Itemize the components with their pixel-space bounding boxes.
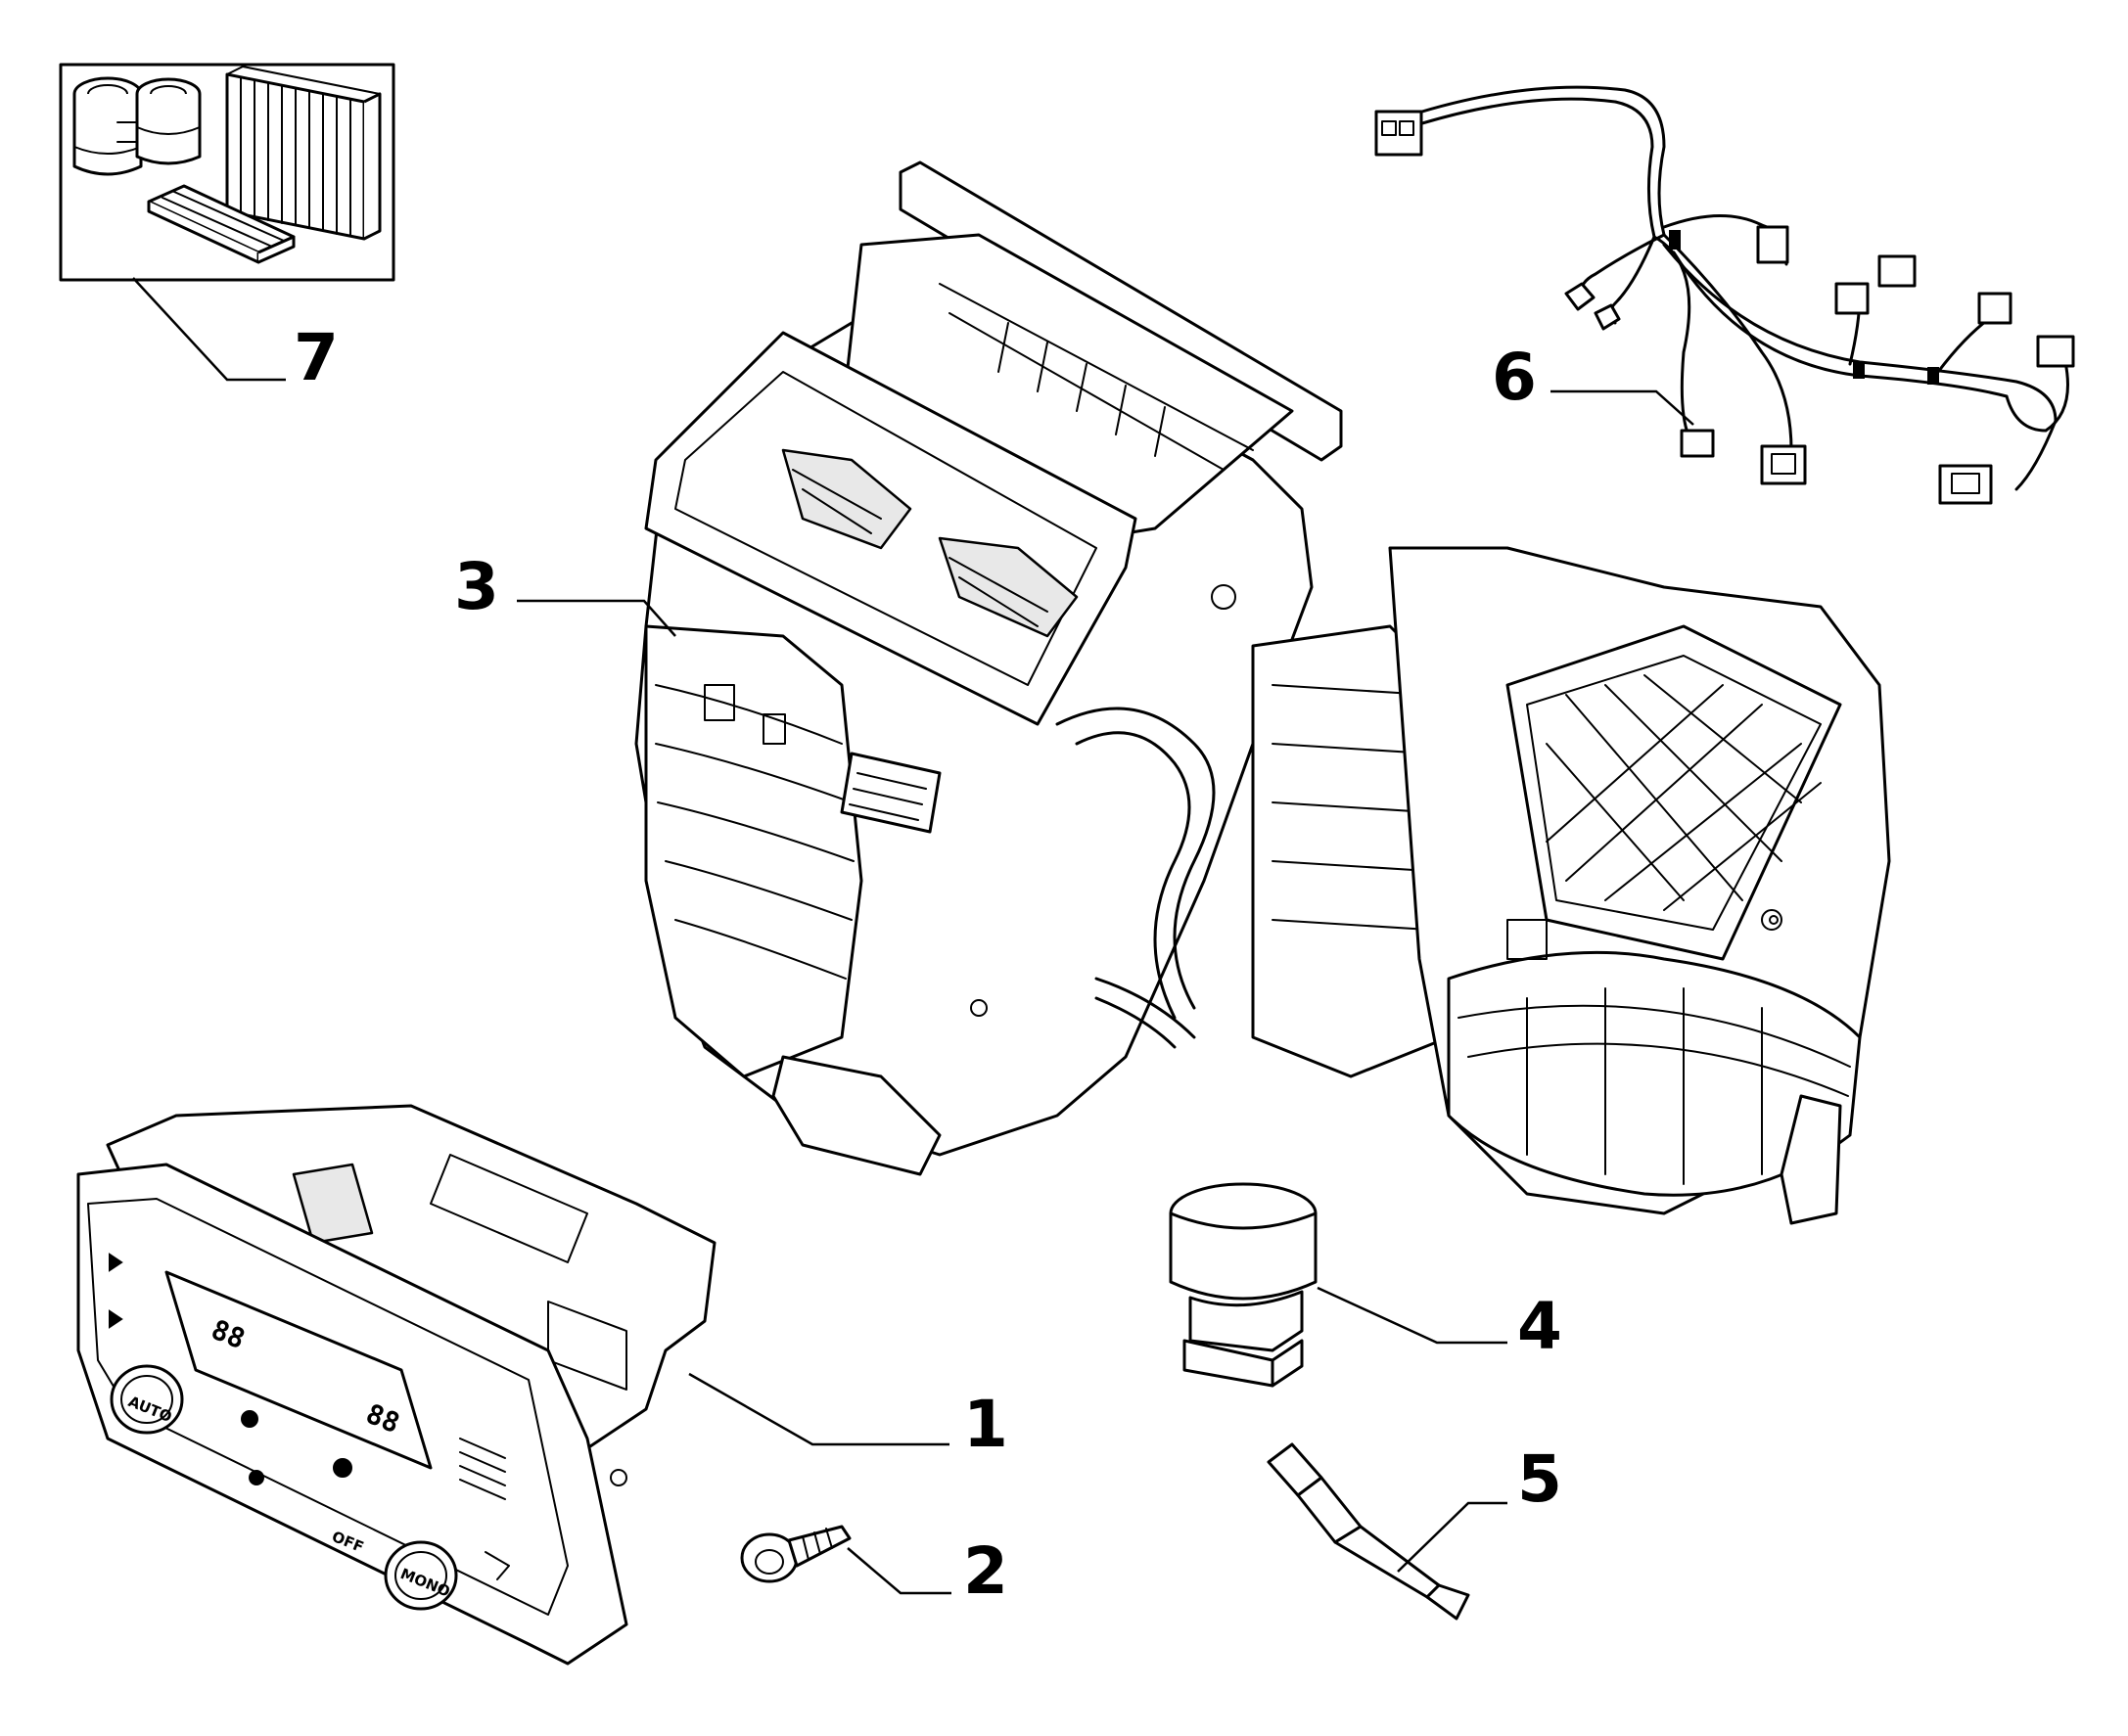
mono-knob[interactable]: MONO	[384, 1540, 458, 1611]
coolant-pipes	[1055, 707, 1216, 1049]
temperature-probe[interactable]	[1267, 1442, 1470, 1621]
wiring-harness[interactable]	[1374, 85, 2075, 505]
callout-7: 7	[294, 320, 339, 395]
hvac-unit[interactable]	[634, 160, 1891, 1225]
probe-tube	[1333, 1525, 1441, 1599]
sensor[interactable]	[1169, 1182, 1318, 1388]
panel-display	[164, 1270, 433, 1470]
air-direction-icon	[109, 1253, 123, 1272]
screw-shank	[787, 1525, 852, 1568]
filter-kit-inset[interactable]	[59, 63, 395, 282]
oil-filter-icon	[72, 76, 143, 176]
button-grille-icon	[459, 1438, 506, 1500]
fan-icon	[241, 1410, 352, 1485]
vent-flap-icon	[781, 448, 1079, 638]
cabin-filter-icon	[147, 184, 296, 264]
auto-knob[interactable]: AUTO	[110, 1364, 184, 1435]
callout-4: 4	[1517, 1289, 1562, 1364]
recirc-icon	[485, 1551, 510, 1580]
callout-numbers: 1 2 3 4 5 6 7	[294, 320, 1562, 1609]
label-plate	[840, 752, 942, 834]
callout-5: 5	[1517, 1441, 1562, 1517]
oil-filter-2-icon	[135, 77, 202, 165]
air-direction-2-icon	[109, 1309, 123, 1329]
climate-control-panel[interactable]: 88 88 AUTO MONO OFF	[76, 1104, 717, 1666]
harness-connector-icon	[1374, 110, 2075, 505]
inset-frame	[59, 63, 395, 282]
leader-lines	[132, 277, 1694, 1595]
blower-drum	[1447, 950, 1862, 1197]
screw[interactable]	[740, 1525, 852, 1583]
callout-1: 1	[963, 1387, 1008, 1462]
callout-6: 6	[1492, 340, 1537, 415]
panel-air-filter-icon	[225, 66, 382, 241]
callout-3: 3	[454, 549, 499, 624]
callout-2: 2	[963, 1533, 1008, 1609]
filter-mesh-icon	[1526, 655, 1822, 931]
